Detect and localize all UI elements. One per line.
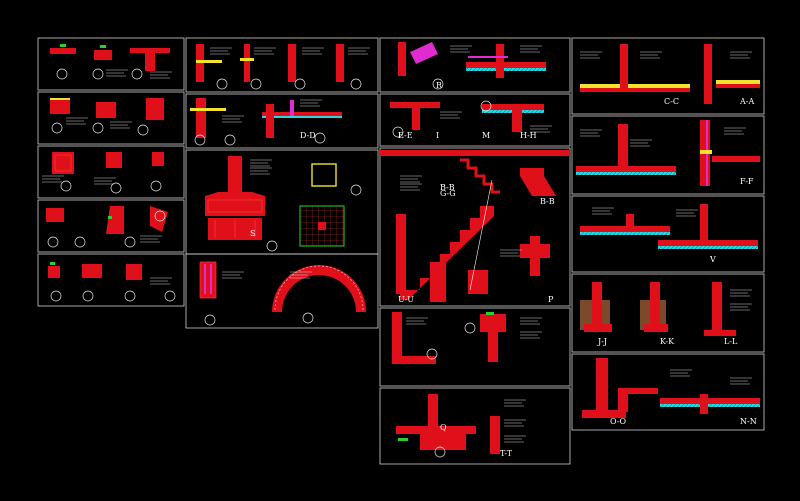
panel-10: [379, 37, 571, 93]
section-tag: H-H: [520, 131, 537, 140]
panel-16: [571, 115, 765, 195]
section-tag: C-C: [664, 97, 679, 106]
section-tag: G-G: [440, 189, 456, 198]
section-tag: N-N: [740, 417, 757, 426]
section-tag: L: [398, 131, 404, 140]
panel-9: [185, 253, 379, 329]
section-tag-label: D-D: [300, 131, 316, 140]
section-tag-label: V: [709, 255, 716, 264]
corner-sections-row: [46, 206, 168, 248]
section-tag-label: C-C: [664, 97, 679, 106]
wall-sections-row: [48, 262, 176, 302]
panel-7: [185, 93, 379, 149]
panel-group-second: [185, 37, 379, 329]
section-tag-label: U-U: [398, 295, 414, 304]
panel-3: [37, 145, 185, 199]
section-tag-label: E-E: [398, 131, 413, 140]
section-tag: O-O: [610, 417, 627, 426]
panel-15: [571, 37, 765, 115]
section-tag: L-L: [724, 337, 738, 346]
section-tag: B-B: [440, 183, 455, 192]
f-f-h-h-sections: [576, 120, 760, 186]
section-tag-label: B-B: [440, 183, 455, 192]
panel-group-fourth: [571, 37, 765, 431]
section-tag-label: M: [482, 131, 490, 140]
panel-19: [571, 353, 765, 431]
n-n-t-t-sections: [582, 358, 760, 418]
section-tag-label: I: [436, 131, 439, 140]
section-tag: P: [548, 295, 554, 304]
column-sections-row: [41, 152, 164, 194]
panel-6: [185, 37, 379, 93]
section-tag: A-A: [739, 97, 754, 106]
section-tag-label: L: [398, 131, 404, 140]
panel-12: [379, 147, 571, 307]
footing-detail: [205, 156, 362, 252]
section-tag: I: [436, 131, 439, 140]
section-tag: K-K: [660, 337, 675, 346]
slab-details: [190, 98, 342, 146]
arch-detail: [199, 261, 366, 326]
panel-2: [37, 91, 185, 145]
section-tag-label: N-N: [740, 417, 757, 426]
section-tag-label: G-G: [440, 189, 456, 198]
panel-11: [379, 93, 571, 147]
section-tag-label: B-B: [540, 197, 555, 206]
section-tag: U-U: [398, 295, 414, 304]
section-tag-label: R: [436, 81, 443, 90]
section-tag: M: [482, 131, 490, 140]
panel-5: [37, 253, 185, 307]
wall-slab-junction: [398, 42, 546, 90]
panel-18: [571, 273, 765, 353]
beam-sections-row-2: [50, 98, 164, 136]
section-tag: V: [709, 255, 716, 264]
panel-group-left: [37, 37, 185, 307]
panel-group-third: [379, 37, 571, 465]
beam-slab-details: [390, 100, 553, 138]
section-tag-label: P: [548, 295, 554, 304]
panel-1: [37, 37, 185, 91]
section-tag-label: T-T: [500, 449, 513, 458]
panel-4: [37, 199, 185, 253]
section-tag: R: [436, 81, 443, 90]
section-tag-label: Q: [440, 423, 447, 432]
section-tag-label: S: [250, 229, 255, 238]
panel-14: [379, 387, 571, 465]
section-tag-label: H-H: [520, 131, 537, 140]
section-tag-label: A-A: [739, 97, 754, 106]
section-tag-label: J-J: [597, 337, 607, 346]
u-u-section: [396, 394, 527, 458]
section-tag: F-F: [740, 177, 754, 186]
section-tag: E-E: [398, 131, 413, 140]
section-tag: S: [250, 229, 255, 238]
foundation-beam-details: [392, 312, 543, 364]
section-tag: T-T: [500, 449, 513, 458]
section-tag-label: L-L: [724, 337, 738, 346]
section-tag-label: K-K: [660, 337, 675, 346]
section-tag: D-D: [300, 131, 316, 140]
c-c-a-a-sections: [579, 44, 760, 104]
i-i-j-j-sections: [580, 204, 758, 249]
column-details: [196, 44, 371, 90]
staircase-section: [380, 150, 570, 302]
section-tag: Q: [440, 423, 447, 432]
panel-13: [379, 307, 571, 387]
panel-17: [571, 195, 765, 273]
beam-sections-row-1: [50, 44, 173, 80]
section-tag: B-B: [540, 197, 555, 206]
section-tag-label: F-F: [740, 177, 754, 186]
section-tag-label: O-O: [610, 417, 627, 426]
k-k-l-l-o-o-sections: [580, 282, 753, 336]
section-tag: J-J: [597, 337, 607, 346]
